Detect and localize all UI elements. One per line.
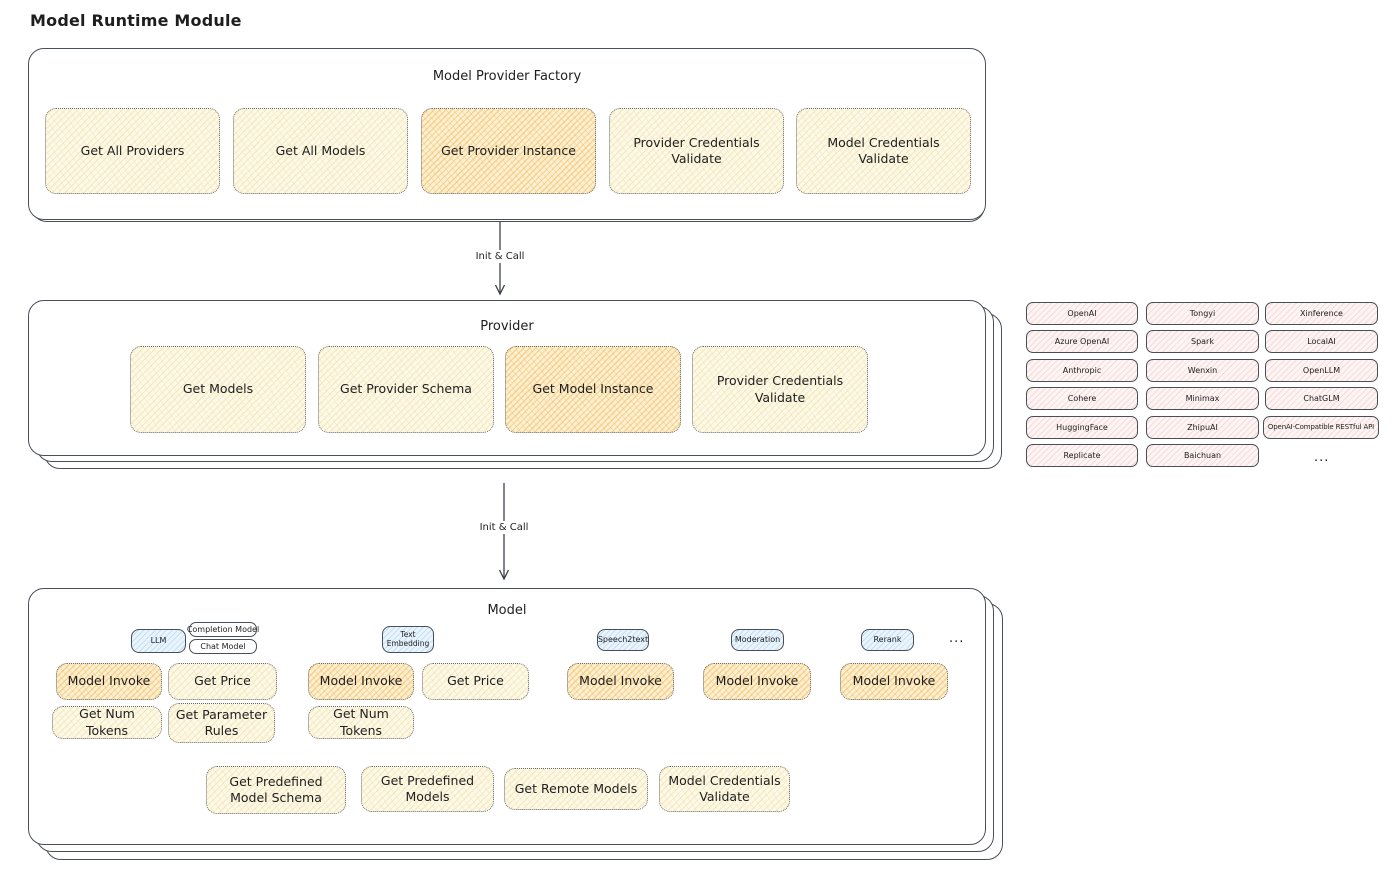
model-credentials-validate: Model Credentials Validate [659, 766, 790, 812]
provider-chip-baichuan: Baichuan [1146, 444, 1259, 467]
provider-chip-tongyi: Tongyi [1146, 302, 1259, 325]
get-predefined-models: Get Predefined Models [361, 766, 494, 812]
tab-speech2text: Speech2text [597, 629, 649, 651]
tab-moderation: Moderation [731, 629, 784, 651]
llm-model-invoke: Model Invoke [56, 663, 162, 700]
provider-list-more-ellipsis: ... [1314, 450, 1330, 465]
provider-chip-zhipuai: ZhipuAI [1146, 416, 1259, 439]
provider-get-model-instance: Get Model Instance [505, 346, 681, 433]
provider-chip-openllm: OpenLLM [1265, 359, 1378, 382]
provider-chip-azure-openai: Azure OpenAI [1026, 330, 1138, 353]
get-predefined-model-schema: Get Predefined Model Schema [206, 766, 346, 814]
tab-text-embedding: Text Embedding [382, 626, 434, 653]
provider-chip-spark: Spark [1146, 330, 1259, 353]
provider-chip-anthropic: Anthropic [1026, 359, 1138, 382]
factory-get-all-providers: Get All Providers [45, 108, 220, 194]
provider-chip-minimax: Minimax [1146, 387, 1259, 410]
factory-model-credentials-validate: Model Credentials Validate [796, 108, 971, 194]
rerank-model-invoke: Model Invoke [840, 663, 948, 700]
page-title: Model Runtime Module [30, 11, 242, 30]
factory-get-provider-instance: Get Provider Instance [421, 108, 596, 194]
provider-get-models: Get Models [130, 346, 306, 433]
text-embedding-get-num-tokens: Get Num Tokens [308, 706, 414, 739]
provider-chip-xinference: Xinference [1265, 302, 1378, 325]
provider-chip-openai-compatible: OpenAI-Compatible RESTful API [1263, 416, 1379, 439]
tab-rerank: Rerank [861, 629, 914, 651]
provider-container: Provider Get Models Get Provider Schema … [28, 300, 986, 456]
provider-title: Provider [480, 319, 534, 334]
tab-chat-model: Chat Model [189, 639, 257, 654]
model-tabs-more-ellipsis: ... [949, 631, 965, 646]
provider-chip-localai: LocalAI [1265, 330, 1378, 353]
llm-get-parameter-rules: Get Parameter Rules [168, 703, 275, 743]
provider-chip-huggingface: HuggingFace [1026, 416, 1138, 439]
provider-chip-wenxin: Wenxin [1146, 359, 1259, 382]
init-call-label-1: Init & Call [471, 250, 529, 263]
model-container: Model LLM Completion Model Chat Model Te… [28, 588, 986, 845]
provider-chip-replicate: Replicate [1026, 444, 1138, 467]
factory-container: Model Provider Factory Get All Providers… [28, 48, 986, 220]
llm-get-num-tokens: Get Num Tokens [52, 706, 162, 739]
moderation-model-invoke: Model Invoke [703, 663, 811, 700]
init-call-label-2: Init & Call [475, 521, 533, 534]
text-embedding-model-invoke: Model Invoke [308, 663, 414, 700]
provider-chip-cohere: Cohere [1026, 387, 1138, 410]
get-remote-models: Get Remote Models [504, 768, 648, 810]
provider-get-provider-schema: Get Provider Schema [318, 346, 494, 433]
factory-provider-credentials-validate: Provider Credentials Validate [609, 108, 784, 194]
tab-llm: LLM [131, 629, 186, 653]
factory-title: Model Provider Factory [432, 69, 582, 84]
model-title: Model [487, 603, 527, 618]
provider-chip-chatglm: ChatGLM [1265, 387, 1378, 410]
llm-get-price: Get Price [168, 663, 277, 700]
tab-completion-model: Completion Model [187, 622, 259, 637]
speech2text-model-invoke: Model Invoke [567, 663, 674, 700]
text-embedding-get-price: Get Price [422, 663, 529, 700]
provider-chip-openai: OpenAI [1026, 302, 1138, 325]
provider-credentials-validate: Provider Credentials Validate [692, 346, 868, 433]
factory-get-all-models: Get All Models [233, 108, 408, 194]
